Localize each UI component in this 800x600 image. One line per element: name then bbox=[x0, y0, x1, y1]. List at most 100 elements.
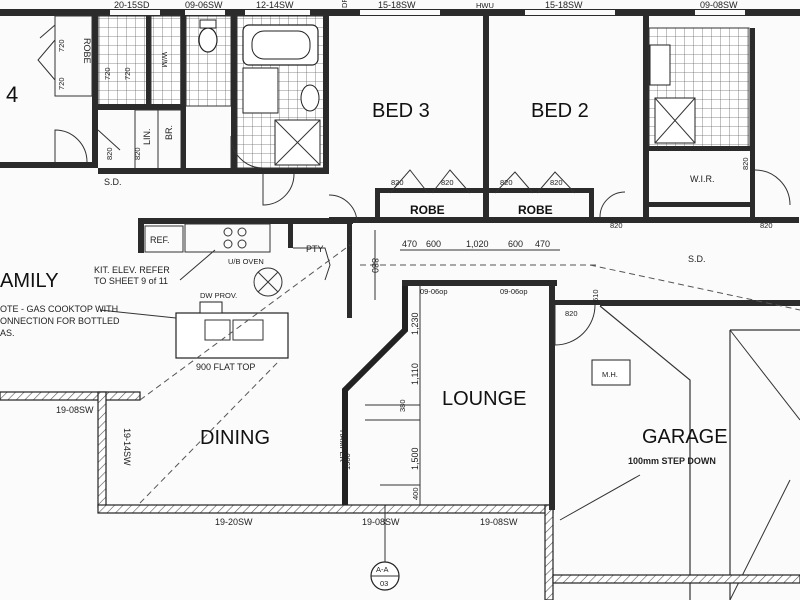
bed4-right-wall bbox=[92, 16, 98, 168]
window-label-2: 09-06SW bbox=[185, 0, 223, 10]
section-sheet: 03 bbox=[380, 579, 388, 588]
flat-top-label: 900 FLAT TOP bbox=[196, 362, 255, 372]
shower-cross-2 bbox=[274, 119, 321, 166]
dim-720b: 720 bbox=[57, 77, 66, 90]
lounge-top-wall bbox=[402, 280, 557, 286]
cooktop-burner-1 bbox=[223, 227, 233, 237]
hall-top-wall bbox=[98, 168, 323, 174]
cooktop-burner-2 bbox=[237, 227, 247, 237]
window-label-8: 19-14SW bbox=[122, 428, 132, 466]
window-top-4 bbox=[360, 10, 440, 15]
vanity-cabinet bbox=[242, 67, 279, 114]
master-door-swing bbox=[754, 169, 791, 206]
sd-label-left: S.D. bbox=[104, 177, 122, 187]
dim-820j: 820 bbox=[741, 157, 750, 170]
bed4-bottom-wall bbox=[0, 162, 95, 168]
dim-1110: 1,110 bbox=[410, 363, 420, 385]
cooktop-burner-3 bbox=[223, 239, 233, 249]
garage-door-swing bbox=[554, 304, 596, 346]
basin bbox=[300, 84, 320, 112]
bath-door-swing bbox=[230, 135, 264, 169]
mh-label: M.H. bbox=[602, 370, 618, 379]
ensuite-vanity bbox=[649, 44, 671, 86]
robe-bed4-door-left bbox=[37, 39, 56, 81]
family-bottom-wall bbox=[0, 391, 141, 401]
robe-bed2-top bbox=[489, 188, 594, 193]
garage-top-wall bbox=[600, 300, 800, 306]
robe-bed3-doors bbox=[389, 169, 471, 194]
window-top-2 bbox=[185, 10, 225, 15]
dim-1020: 1,020 bbox=[466, 239, 489, 249]
dim-470a: 470 bbox=[402, 239, 417, 249]
bed3-label: BED 3 bbox=[372, 100, 430, 122]
dw-label: DW PROV. bbox=[200, 291, 237, 300]
window-label-4: 15-18SW bbox=[378, 0, 416, 10]
window-top-1 bbox=[110, 10, 160, 15]
bed4-label: 4 bbox=[6, 82, 18, 107]
sd-label-right: S.D. bbox=[688, 254, 706, 264]
robe-bed2-label: ROBE bbox=[518, 203, 553, 217]
garage-dash bbox=[589, 264, 800, 311]
dim-600a: 600 bbox=[426, 239, 441, 249]
dim-820b: 820 bbox=[441, 178, 454, 187]
bed2-door-swing bbox=[599, 191, 626, 218]
pantry-left-wall bbox=[288, 218, 293, 248]
window-top-3 bbox=[245, 10, 310, 15]
window-label-10: 19-08SW bbox=[362, 517, 400, 527]
toilet-cistern bbox=[199, 19, 217, 29]
toilet-bowl bbox=[198, 27, 218, 53]
ceiling-dash-1 bbox=[139, 244, 351, 401]
wir-label: W.I.R. bbox=[690, 174, 715, 184]
sink-bowl-1 bbox=[204, 319, 231, 341]
bed3-door-swing bbox=[328, 194, 358, 224]
dim-720c: 720 bbox=[103, 67, 112, 80]
garage-note: 100mm STEP DOWN bbox=[628, 456, 716, 466]
bath-wall-left bbox=[231, 16, 237, 174]
bath-wall-right bbox=[323, 16, 329, 174]
kit-note-2: TO SHEET 9 of 11 bbox=[94, 276, 168, 286]
dim-470b: 470 bbox=[535, 239, 550, 249]
dim-820c: 820 bbox=[500, 178, 513, 187]
note-leader-gas bbox=[99, 309, 177, 319]
wir-bottom-wall bbox=[649, 202, 755, 207]
robe-bed4-outline bbox=[54, 15, 93, 97]
robe-bed4-label: ROBE bbox=[82, 38, 92, 64]
garage-roof-line-left bbox=[599, 305, 691, 600]
robe-bed2-doors bbox=[494, 171, 576, 194]
island-bench bbox=[175, 312, 289, 359]
window-top-6 bbox=[695, 10, 745, 15]
wir-right-wall bbox=[750, 28, 755, 222]
dim-820e: 820 bbox=[610, 221, 623, 230]
robe-bed4-door-top bbox=[39, 24, 56, 39]
window-label-13: 09-06op bbox=[500, 287, 528, 296]
lounge-right-wall bbox=[549, 280, 555, 510]
lin-label: LIN. bbox=[142, 128, 152, 145]
wc-bottom-wall bbox=[98, 104, 181, 110]
ref-label: REF. bbox=[150, 235, 170, 245]
bathtub-inner bbox=[251, 30, 311, 60]
robe-bed2-right bbox=[589, 188, 594, 223]
window-label-7: 19-08SW bbox=[56, 405, 94, 415]
bathtub bbox=[242, 24, 319, 66]
dim-820h: 820 bbox=[105, 147, 114, 160]
dim-600b: 600 bbox=[508, 239, 523, 249]
robe-bed3-top bbox=[375, 188, 483, 193]
lounge-hamper-wall bbox=[342, 285, 408, 505]
window-label-5: 15-18SW bbox=[545, 0, 583, 10]
pantry-outline bbox=[293, 247, 331, 281]
window-label-6: 09-08SW bbox=[700, 0, 738, 10]
dim-880: 880 bbox=[370, 258, 380, 273]
dim-820i: 820 bbox=[133, 147, 142, 160]
kitchen-right-wall bbox=[347, 218, 352, 318]
dim-400: 400 bbox=[411, 487, 420, 500]
ensuite-bottom-wall bbox=[649, 146, 755, 151]
manhole bbox=[591, 359, 631, 386]
dim-380: 380 bbox=[398, 399, 407, 412]
garage-label: GARAGE bbox=[642, 426, 728, 448]
ceiling-dash-2 bbox=[139, 359, 281, 504]
dim-720d: 720 bbox=[123, 67, 132, 80]
hwu-label: HWU bbox=[476, 1, 494, 10]
dp-label: DP bbox=[340, 0, 349, 8]
